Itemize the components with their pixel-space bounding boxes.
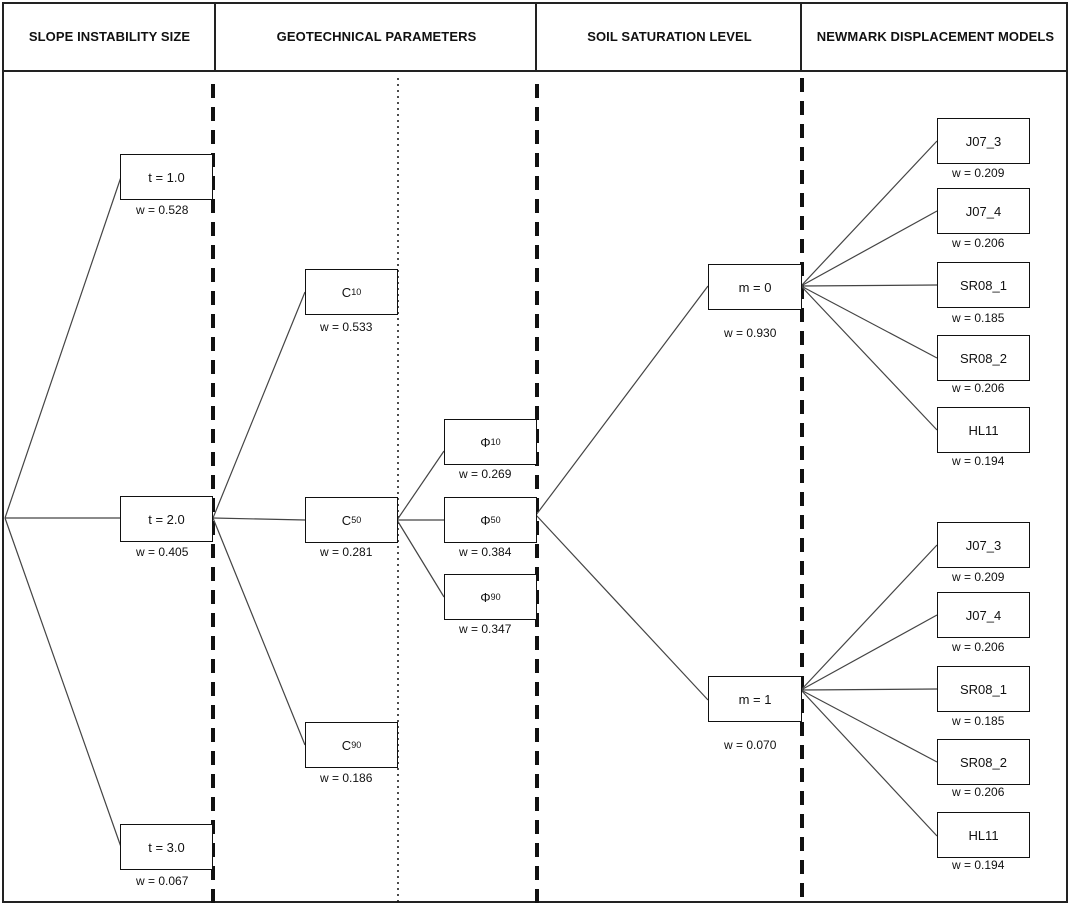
node-model-hl11: HL11 [937,812,1030,858]
edge-m0-model [800,210,938,287]
weight-label: w = 0.209 [952,570,1005,584]
node-model-sr08-2: SR08_2 [937,739,1030,785]
weight-label: w = 0.206 [952,640,1005,654]
header-separator [800,2,802,70]
edge-m1-model [800,689,938,763]
weight-label: w = 0.206 [952,236,1005,250]
weight-label: w = 0.194 [952,858,1005,872]
weight-label: w = 0.206 [952,785,1005,799]
weight-label: w = 0.528 [136,203,189,217]
node-model-j07-3: J07_3 [937,522,1030,568]
node-t-2-0: t = 2.0 [120,496,213,542]
header-separator [214,2,216,70]
edge-root-t3 [4,517,122,848]
weight-label: w = 0.206 [952,381,1005,395]
node-model-j07-4: J07_4 [937,592,1030,638]
edge-m1-model [800,614,938,691]
weight-label: w = 0.930 [724,326,777,340]
weight-label: w = 0.384 [459,545,512,559]
edge-m1-model [800,689,938,837]
header-newmark-displacement-models: NEWMARK DISPLACEMENT MODELS [816,28,1055,44]
node-t-1-0: t = 1.0 [120,154,213,200]
node-model-j07-4: J07_4 [937,188,1030,234]
edge-phi50-m1 [535,514,709,701]
weight-label: w = 0.070 [724,738,777,752]
node-model-j07-3: J07_3 [937,118,1030,164]
header-bottom-line [2,70,1068,72]
edge-t2-c10 [212,291,306,519]
edge-t2-c50 [212,517,306,521]
edge-m1-model [800,688,938,691]
weight-label: w = 0.209 [952,166,1005,180]
node-m-0: m = 0 [708,264,802,310]
weight-label: w = 0.067 [136,874,189,888]
edge-m0-model [800,285,938,359]
node-model-hl11: HL11 [937,407,1030,453]
node-m-1: m = 1 [708,676,802,722]
edge-c50-phi10 [396,450,445,521]
edge-m0-model [800,285,938,431]
weight-label: w = 0.347 [459,622,512,636]
edge-t2-c90 [212,517,306,746]
header-separator [535,2,537,70]
header-geotechnical-parameters: GEOTECHNICAL PARAMETERS [276,28,477,44]
weight-label: w = 0.186 [320,771,373,785]
weight-label: w = 0.185 [952,714,1005,728]
header-slope-instability-size: SLOPE INSTABILITY SIZE [28,28,191,44]
edge-c50-phi90 [396,519,445,598]
edge-m0-model [800,140,938,287]
header-soil-saturation-level: SOIL SATURATION LEVEL [587,28,752,44]
weight-label: w = 0.533 [320,320,373,334]
node-model-sr08-1: SR08_1 [937,262,1030,308]
weight-label: w = 0.269 [459,467,512,481]
node-t-3-0: t = 3.0 [120,824,213,870]
edge-root-t1 [4,176,122,519]
weight-label: w = 0.281 [320,545,373,559]
edge-m1-model [800,544,938,691]
edge-phi50-m0 [535,285,709,516]
edge-m0-model [800,284,938,287]
weight-label: w = 0.185 [952,311,1005,325]
weight-label: w = 0.194 [952,454,1005,468]
node-model-sr08-2: SR08_2 [937,335,1030,381]
weight-label: w = 0.405 [136,545,189,559]
node-model-sr08-1: SR08_1 [937,666,1030,712]
